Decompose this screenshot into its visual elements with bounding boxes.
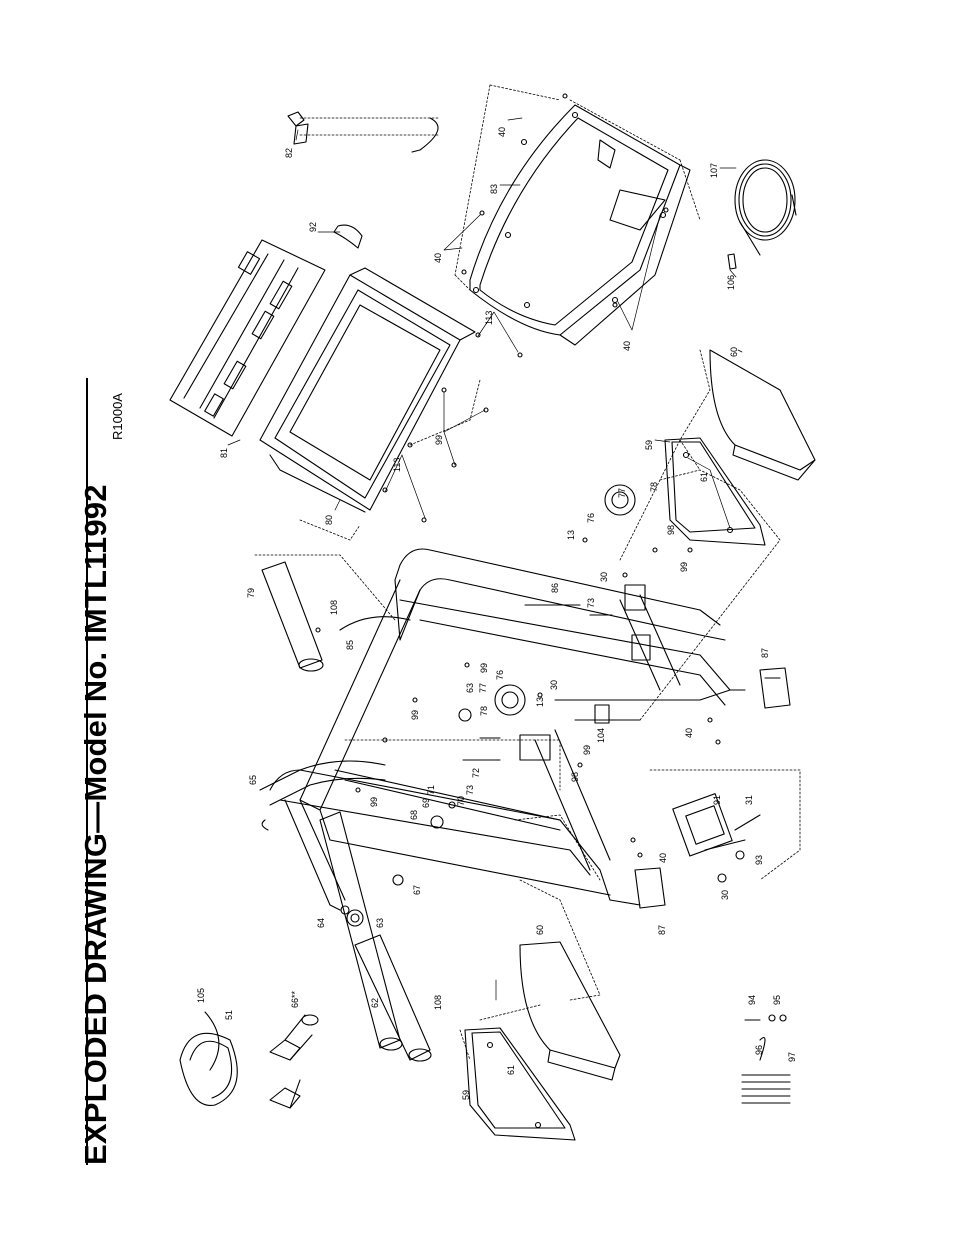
left-handrail xyxy=(259,760,386,831)
callout-99: 99 xyxy=(679,562,689,572)
motor-hood xyxy=(469,104,691,346)
callout-40: 40 xyxy=(658,853,668,863)
right-rail xyxy=(664,349,816,546)
callout-98: 98 xyxy=(570,772,580,782)
callout-30: 30 xyxy=(599,572,609,582)
callout-30: 30 xyxy=(549,680,559,690)
callout-96: 96 xyxy=(754,1045,764,1055)
callout-99: 99 xyxy=(479,663,489,673)
callout-40: 40 xyxy=(497,127,507,137)
callout-113: 113 xyxy=(392,458,402,472)
callout-70: 70 xyxy=(456,796,466,806)
main-frame xyxy=(269,548,746,911)
callout-66: 66** xyxy=(290,990,300,1008)
callout-60: 60 xyxy=(535,925,545,935)
callout-85: 85 xyxy=(345,640,355,650)
callout-99: 99 xyxy=(369,797,379,807)
callout-61: 61 xyxy=(506,1065,516,1075)
callout-40: 40 xyxy=(433,253,443,263)
incline-motor xyxy=(672,793,761,883)
callout-82: 82 xyxy=(284,148,294,158)
callout-98: 98 xyxy=(666,525,676,535)
callout-71: 71 xyxy=(426,785,436,795)
callout-59: 59 xyxy=(461,1090,471,1100)
callout-63: 63 xyxy=(375,918,385,928)
part-callouts: 82 92 81 80 83 40 40 40 40 40 113 113 99… xyxy=(196,127,797,1100)
callout-76: 76 xyxy=(495,670,505,680)
accessories xyxy=(179,1011,319,1109)
callout-31: 31 xyxy=(744,795,754,805)
callout-77: 77 xyxy=(617,488,627,498)
callout-108: 108 xyxy=(433,995,443,1010)
hardware-set xyxy=(741,1014,791,1104)
callout-108: 108 xyxy=(329,600,339,615)
console-parts xyxy=(169,111,476,513)
callout-99: 99 xyxy=(582,745,592,755)
callout-87: 87 xyxy=(657,925,667,935)
callout-106: 106 xyxy=(726,275,736,290)
callout-64: 64 xyxy=(316,918,326,928)
callout-62: 62 xyxy=(370,998,380,1008)
callout-40: 40 xyxy=(684,728,694,738)
title-rule xyxy=(86,378,88,1165)
callout-81: 81 xyxy=(219,448,229,458)
callout-86: 86 xyxy=(550,583,560,593)
callout-76: 76 xyxy=(586,513,596,523)
callout-99: 99 xyxy=(410,710,420,720)
callout-113: 113 xyxy=(484,311,494,325)
callout-40: 40 xyxy=(622,341,632,351)
callout-63: 63 xyxy=(465,683,475,693)
callout-61: 61 xyxy=(699,472,709,482)
assembly-guides xyxy=(254,84,801,1061)
callout-79: 79 xyxy=(246,588,256,598)
callout-92: 92 xyxy=(308,222,318,232)
callout-65: 65 xyxy=(248,775,258,785)
left-rail xyxy=(464,941,621,1141)
callout-68: 68 xyxy=(409,810,419,820)
callout-51: 51 xyxy=(224,1010,234,1020)
callout-69: 69 xyxy=(421,798,431,808)
callout-30: 30 xyxy=(720,890,730,900)
callout-72: 72 xyxy=(471,768,481,778)
leader-lines xyxy=(227,117,743,1001)
callout-95: 95 xyxy=(772,995,782,1005)
right-grip xyxy=(261,561,411,672)
callout-93: 93 xyxy=(754,855,764,865)
power-cord xyxy=(727,159,797,270)
callout-78: 78 xyxy=(649,482,659,492)
callout-107: 107 xyxy=(709,163,719,178)
callout-105: 105 xyxy=(196,988,206,1003)
callout-13: 13 xyxy=(566,530,576,540)
callout-60: 60 xyxy=(729,347,739,357)
callout-87: 87 xyxy=(760,648,770,658)
callout-80: 80 xyxy=(324,515,334,525)
callout-13: 13 xyxy=(535,697,545,707)
callout-104: 104 xyxy=(596,728,606,743)
callout-91: 91 xyxy=(712,795,722,805)
callout-73: 73 xyxy=(465,785,475,795)
callout-73: 73 xyxy=(586,598,596,608)
callout-97: 97 xyxy=(787,1052,797,1062)
left-grip xyxy=(319,811,432,1062)
callout-59: 59 xyxy=(644,440,654,450)
callout-94: 94 xyxy=(747,995,757,1005)
callout-77: 77 xyxy=(478,683,488,693)
feet-and-rollers xyxy=(458,484,791,909)
callout-83: 83 xyxy=(489,184,499,194)
callout-99: 99 xyxy=(434,435,444,445)
callout-78: 78 xyxy=(479,706,489,716)
fasteners xyxy=(382,93,721,886)
callout-67: 67 xyxy=(412,885,422,895)
